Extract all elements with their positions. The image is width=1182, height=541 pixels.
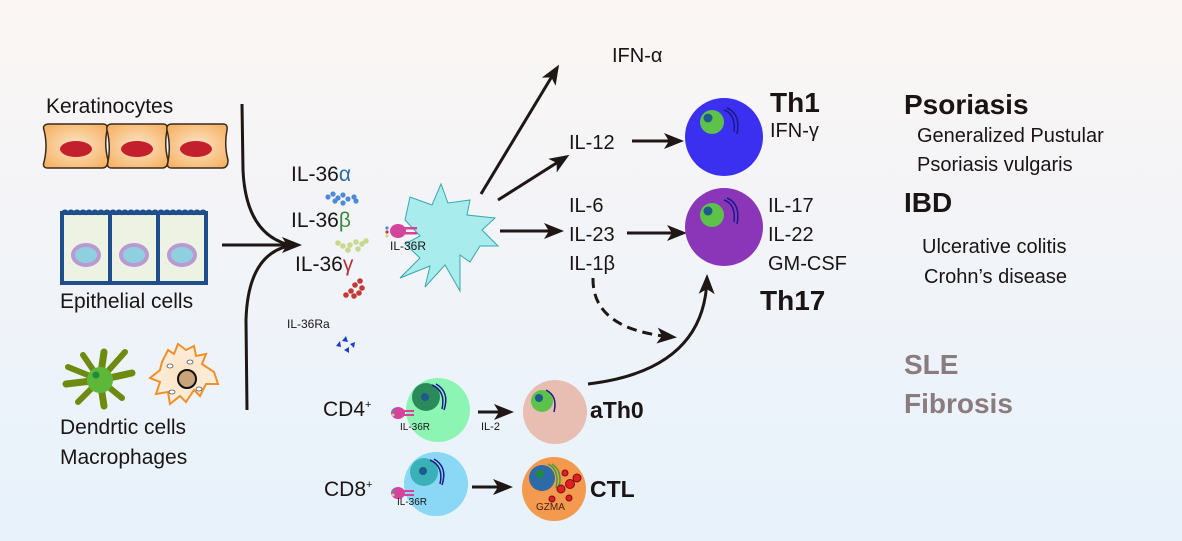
label-cd8: CD8+ [324, 479, 372, 500]
label-ath0: aTh0 [590, 397, 644, 423]
disease-fibrosis: Fibrosis [904, 388, 1013, 419]
disease-ibd: IBD [904, 187, 953, 218]
cd4-base: CD4 [323, 398, 366, 421]
label-epithelial-cells: Epithelial cells [60, 290, 194, 313]
il36-alpha-symbol: α [338, 163, 352, 186]
label-keratinocytes: Keratinocytes [46, 95, 174, 118]
keratinocyte-cells-icon [42, 123, 229, 169]
cd8-il36r-receptor-icon [391, 487, 414, 499]
dc-output-arrows [472, 64, 715, 495]
label-il36ra: IL-36Ra [287, 317, 330, 331]
converging-arrows [222, 103, 302, 411]
disease-psoriasis: Psoriasis [904, 89, 1029, 120]
label-cd4-il36r: IL-36R [400, 422, 431, 433]
label-th1-ifn-gamma: IFN-γ [770, 120, 819, 142]
il36-alpha-prefix: IL-36 [291, 163, 339, 186]
label-th17-il17: IL-17 [768, 195, 814, 217]
label-gzma: GZMA [536, 502, 565, 513]
label-cd8-il36r: IL-36R [397, 497, 428, 508]
label-ctl: CTL [590, 476, 635, 502]
label-il36-beta: IL-36β [291, 210, 351, 231]
il36-beta-particles [335, 238, 369, 253]
label-il36-alpha: IL-36α [291, 164, 351, 185]
ath0-cell-icon [523, 380, 587, 444]
disease-psoriasis-vulgaris: Psoriasis vulgaris [917, 154, 1073, 176]
disease-sle: SLE [904, 349, 959, 380]
label-il36-gamma: IL-36γ [295, 254, 353, 275]
label-il1b: IL-1β [569, 253, 615, 275]
arrow-dendritic [244, 243, 296, 411]
disease-ulcerative-colitis: Ulcerative colitis [922, 236, 1067, 258]
cd4-superscript: + [365, 399, 372, 411]
il36-gamma-prefix: IL-36 [295, 253, 343, 276]
label-dc-il36r: IL-36R [390, 239, 427, 253]
label-dendritic-cells: Dendrtic cells [60, 416, 187, 439]
label-il12: IL-12 [569, 132, 615, 154]
th1-cell-icon [685, 98, 763, 176]
label-il23: IL-23 [569, 224, 615, 246]
il36-gamma-symbol: γ [342, 253, 354, 276]
il36-beta-symbol: β [338, 209, 351, 232]
il36r-receptor-icon [385, 224, 417, 238]
label-cd4: CD4+ [323, 399, 371, 420]
cd8-superscript: + [366, 479, 373, 491]
label-ifn-alpha: IFN-α [612, 45, 663, 67]
il36ra-particles [336, 336, 355, 353]
disease-psoriasis-generalized-pustular: Generalized Pustular [917, 125, 1104, 147]
il36-alpha-particles [325, 191, 359, 206]
il36-beta-prefix: IL-36 [291, 209, 339, 232]
cd8-base: CD8 [324, 478, 367, 501]
arrow-keratinocytes [240, 103, 296, 248]
il36-gamma-particles [343, 278, 365, 299]
disease-crohns: Crohn’s disease [924, 266, 1068, 288]
label-th1: Th1 [770, 87, 820, 118]
th17-cell-icon [685, 188, 763, 266]
dendritic-cell-icon [62, 348, 136, 410]
label-th17-gmcsf: GM-CSF [768, 253, 847, 275]
cd4-cell-icon [406, 378, 470, 442]
label-il6: IL-6 [569, 195, 604, 217]
dashed-arrow-il1b [591, 277, 677, 344]
epithelial-cells-icon [60, 209, 208, 285]
macrophage-icon [148, 342, 220, 406]
arrow-ath0-to-th17 [587, 274, 715, 386]
arrow-to-ifn-alpha [479, 64, 560, 195]
label-il2: IL-2 [481, 421, 500, 433]
label-th17-il22: IL-22 [768, 224, 814, 246]
activated-dendritic-cell-icon [399, 182, 500, 293]
arrow-to-il12 [497, 154, 570, 202]
cd4-il36r-receptor-icon [391, 407, 414, 419]
label-macrophages: Macrophages [60, 446, 188, 469]
ctl-cell-icon [522, 457, 586, 521]
label-th17: Th17 [760, 285, 826, 316]
cd8-cell-icon [404, 452, 468, 516]
